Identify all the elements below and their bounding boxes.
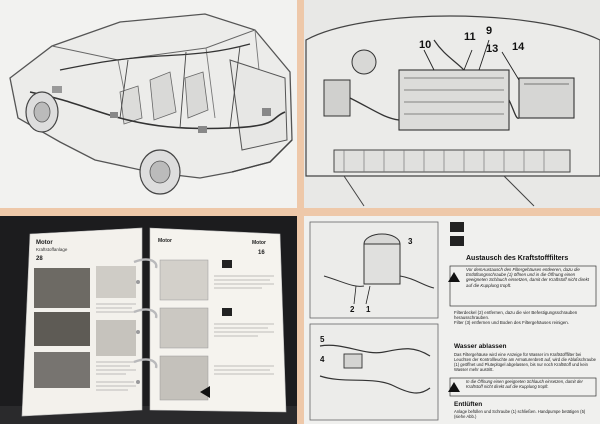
- binder-drawing: Motor Kraftstoffanlage 28 Motor Motor 16: [0, 216, 297, 424]
- section-2-heading: Wasser ablassen: [454, 343, 507, 350]
- manual-heading: Austausch des Kraftstofffilters: [466, 255, 568, 262]
- callout-14: 14: [512, 41, 525, 53]
- section-icon: [450, 236, 464, 246]
- right-page-header-left: Motor: [158, 238, 172, 244]
- warning-icon: [448, 272, 460, 282]
- warning-icon: [448, 382, 460, 392]
- right-page-number: 16: [258, 250, 265, 256]
- figure-label-2: 2: [350, 305, 355, 314]
- left-page-header: Motor: [36, 240, 53, 246]
- step-2: Filter (3) entfernen und Boden des Filte…: [454, 320, 569, 326]
- engine-bay-diagram: 10 11 9 13 14: [304, 0, 600, 208]
- section-2-text: Das Filtergehäuse wird eine Anzeige für …: [454, 352, 596, 372]
- section-3-heading: Entlüften: [454, 401, 482, 408]
- figure-label-4: 4: [320, 355, 325, 364]
- callout-9: 9: [486, 25, 492, 37]
- figure-label-1: 1: [366, 305, 371, 314]
- callout-13: 13: [486, 43, 498, 55]
- engine-bay-drawing: 10 11 9 13 14: [304, 0, 600, 208]
- section-icon: [450, 222, 464, 232]
- warning-2-text: In die Öffnung einen geeigneten Schlauch…: [466, 379, 583, 389]
- warning-text: Vor demAustausch des Filtergehäuses entl…: [466, 267, 590, 288]
- figure-label-3: 3: [408, 237, 413, 246]
- left-page-number: 28: [36, 256, 43, 262]
- fuel-filter-instruction-page: 3 2 1 5 4 Austausch des Kraftstofffilter…: [304, 216, 600, 424]
- step-1: Filterdeckel (2) entfernen, dazu die vie…: [454, 310, 578, 321]
- callout-11: 11: [464, 31, 476, 43]
- manual-page-drawing: 3 2 1 5 4 Austausch des Kraftstofffilter…: [304, 216, 600, 424]
- ring-binder-manual-photo: Motor Kraftstoffanlage 28 Motor Motor 16: [0, 216, 297, 424]
- car-cutaway-drawing: [0, 0, 297, 208]
- left-page-subheader: Kraftstoffanlage: [36, 247, 68, 252]
- callout-10: 10: [419, 39, 431, 51]
- car-cutaway-illustration: [0, 0, 297, 208]
- figure-label-5: 5: [320, 335, 325, 344]
- right-page-header-right: Motor: [252, 240, 266, 246]
- section-3-text: Anlage befüllen und Schraube (1) schließ…: [454, 409, 586, 419]
